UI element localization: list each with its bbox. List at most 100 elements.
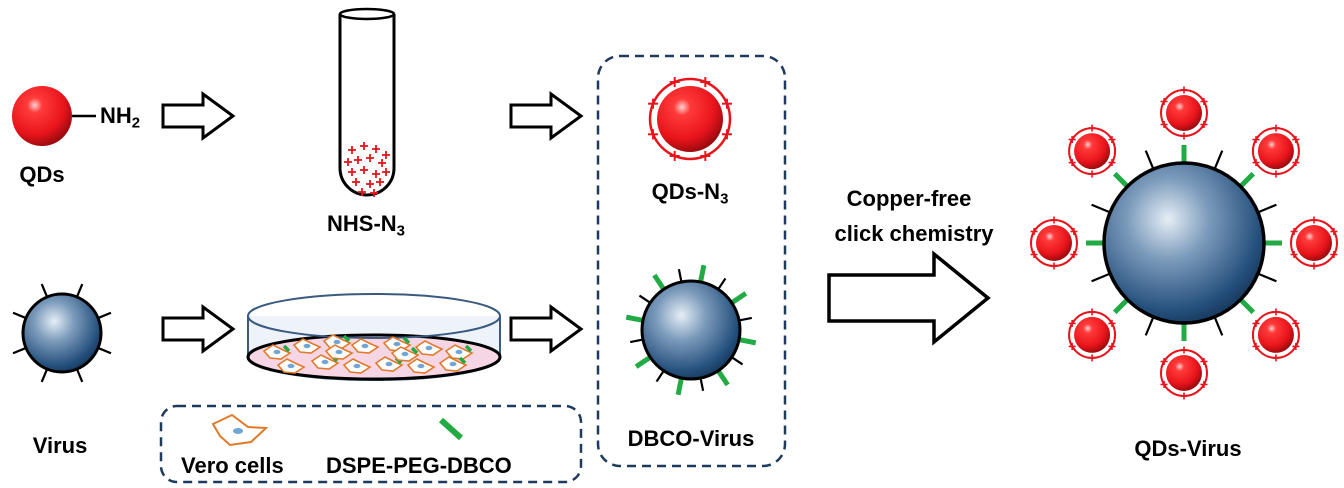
petri-dish-icon (246, 293, 502, 381)
vero-cell-icon (390, 346, 420, 362)
qds-n3-sub: 3 (720, 190, 729, 208)
virus-spike (638, 294, 651, 304)
azide-cross-icon (1310, 262, 1318, 270)
qds-n3-main: QDs-N (651, 179, 721, 204)
azide-cross-icon (348, 168, 356, 176)
azide-cross-icon (1050, 262, 1058, 270)
nh2-label: NH2 (100, 105, 140, 131)
azide-cross-icon (360, 142, 368, 150)
vero-cell-icon (211, 413, 269, 447)
virus-spike (655, 370, 665, 383)
azide-cross-icon (1108, 159, 1116, 167)
azide-cross-icon (1088, 354, 1096, 362)
dbco-linker-icon (410, 346, 419, 355)
virus-spike (97, 346, 112, 355)
azide-cross-icon (1030, 251, 1038, 258)
azide-cross-icon (1290, 228, 1298, 235)
azide-cross-icon (1292, 136, 1300, 144)
virus-spike (1144, 150, 1155, 170)
azide-cross-icon (1200, 98, 1208, 105)
qd-azide-particle-icon (1030, 216, 1078, 270)
vero-cell-icon (262, 344, 292, 360)
azide-cross-icon (344, 158, 352, 166)
azide-cross-icon (1292, 159, 1300, 167)
virus-label: Virus (32, 433, 88, 458)
azide-cross-icon (721, 129, 732, 140)
azide-cross-icon (1180, 86, 1188, 94)
azide-cross-icon (366, 180, 374, 188)
azide-cross-icon (1030, 228, 1038, 235)
virus-spike (75, 368, 84, 383)
azide-cross-icon (1068, 319, 1076, 327)
test-tube-icon (338, 7, 396, 197)
arrow-icon (827, 250, 991, 346)
azide-cross-icon (1330, 251, 1338, 258)
azide-cross-icon (1108, 319, 1116, 327)
vero-cell-icon (276, 358, 306, 374)
azide-cross-icon (382, 151, 390, 159)
virus-spike (40, 368, 49, 383)
virus-spike (677, 268, 683, 283)
azide-cross-icon (1252, 136, 1260, 144)
azide-cross-icon (1160, 98, 1168, 105)
qds-virus-label: QDs-Virus (1134, 436, 1242, 461)
legend-vero-label: Vero cells (181, 453, 284, 478)
dbco-linker-icon (634, 355, 652, 369)
azide-cross-icon (1068, 159, 1076, 167)
click-chemistry-line2: click chemistry (834, 221, 994, 246)
virus-spike (1213, 316, 1224, 336)
dbco-linker-icon (625, 314, 644, 323)
azide-cross-icon (700, 150, 711, 161)
azide-cross-icon (376, 178, 384, 186)
qd-azide-particle-icon (1251, 308, 1300, 362)
azide-cross-icon (358, 188, 366, 196)
dbco-linker-icon (402, 336, 411, 345)
dbco-linker-icon (282, 344, 291, 353)
virus-spike (97, 311, 112, 320)
qd-azide-particle-icon (1290, 216, 1338, 270)
virus-spike (738, 316, 753, 322)
dbco-linker-icon (458, 356, 467, 365)
virus-spike (1144, 316, 1155, 336)
azide-cross-icon (370, 189, 378, 197)
click-chemistry-line1: Copper-free (846, 186, 972, 211)
azide-cross-icon (1070, 228, 1078, 235)
azide-cross-icon (1068, 136, 1076, 144)
azide-cross-icon (1180, 346, 1188, 354)
azide-cross-icon (1292, 342, 1300, 350)
azide-cross-icon (1108, 342, 1116, 350)
virus-spike (1091, 203, 1111, 214)
virus-spike (1257, 203, 1277, 214)
azide-cross-icon (1272, 170, 1280, 178)
vero-cell-icon (438, 356, 468, 372)
nhs-main: NHS-N (327, 211, 397, 236)
azide-cross-icon (1200, 358, 1208, 365)
azide-cross-icon (1272, 354, 1280, 362)
azide-cross-icon (360, 166, 368, 174)
arrow-icon (509, 91, 584, 141)
arrow-icon (161, 91, 236, 141)
dbco-linker-icon (1238, 171, 1256, 189)
azide-cross-icon (366, 154, 374, 162)
dbco-linker-icon (438, 417, 464, 441)
qd-azide-particle-icon (1068, 308, 1117, 362)
intermediates-dashed-box (596, 54, 787, 468)
azide-cross-icon (1160, 381, 1168, 388)
azide-cross-icon (1252, 159, 1260, 167)
virus-spike (1257, 272, 1277, 283)
dbco-linker-icon (1112, 297, 1130, 315)
azide-cross-icon (1088, 308, 1096, 316)
dbco-linker-icon (730, 291, 748, 305)
azide-cross-icon (1180, 392, 1188, 400)
virus-spike (629, 338, 644, 344)
qd-particle-icon (12, 86, 72, 146)
azide-cross-icon (1330, 228, 1338, 235)
azide-cross-icon (372, 170, 380, 178)
azide-cross-icon (352, 178, 360, 186)
virus-spike (12, 346, 27, 355)
dbco-linker-icon (652, 273, 666, 291)
nh2-sub: 2 (131, 114, 141, 132)
azide-cross-icon (1108, 136, 1116, 144)
azide-cross-icon (1272, 124, 1280, 132)
dbco-virus-particle-icon (625, 264, 757, 396)
